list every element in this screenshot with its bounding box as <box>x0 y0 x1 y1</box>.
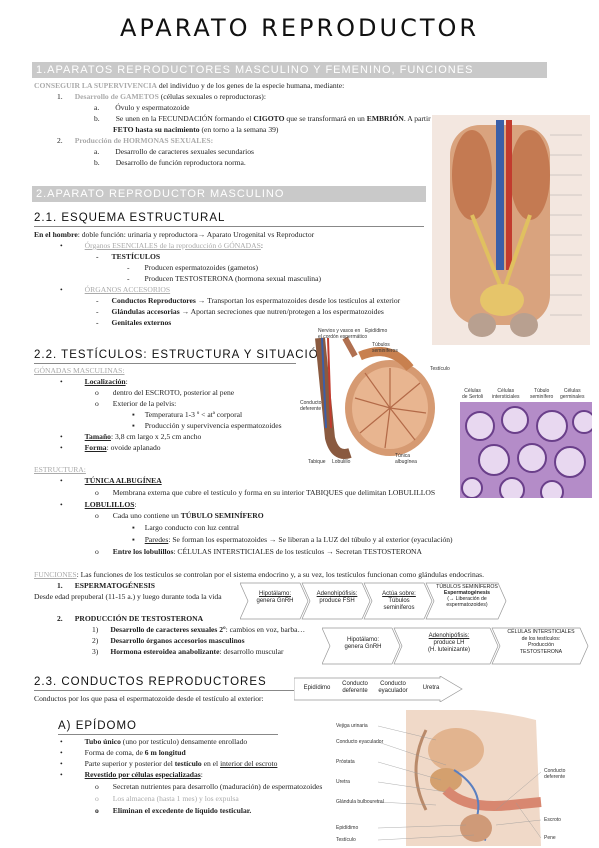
flow-espermatogenesis <box>240 582 507 620</box>
s22-prod-3: 3)Hormona esteroidea anabolizante: desar… <box>92 647 284 656</box>
label-escroto: Escroto <box>544 817 561 823</box>
s1-item-2a: a.Desarrollo de caracteres sexuales secu… <box>94 147 255 156</box>
subsection-a-title: A) EPÍDOMO <box>58 720 138 732</box>
s21-acc-1: -Conductos Reproductores → Transportan l… <box>96 296 401 305</box>
divider <box>58 734 278 735</box>
s22-estructura: ESTRUCTURA: <box>34 465 86 474</box>
s22-loc-3: ▪Temperatura 1-3 º < atª corporal <box>132 410 243 419</box>
divider <box>34 690 296 691</box>
s22-gonadas: GÓNADAS MASCULINAS: <box>34 366 125 375</box>
label-testiculo-2: Testículo <box>336 837 356 843</box>
flow2-adenohipofisis: Adenohipófisis:produce LH(H. luteinizant… <box>427 633 471 653</box>
label-pene: Pene <box>544 835 556 841</box>
s22-funciones: FUNCIONES: Las funciones de los testícul… <box>34 570 484 579</box>
s1-line-1: CONSEGUIR LA SUPERVIVENCIA del individuo… <box>34 81 345 90</box>
flow1-hipotalamo: Hipotálamo:genera GnRH <box>256 591 294 604</box>
flow-uretra: Uretra <box>422 685 440 691</box>
flow-conductos <box>294 676 463 702</box>
s21-acc-2: -Glándulas accesorias → Aportan secrecio… <box>96 307 384 316</box>
s1-item-2b: b.Desarrollo de función reproductora nor… <box>94 158 246 167</box>
s22-produccion: 2.PRODUCCIÓN DE TESTOSTERONA <box>57 614 204 623</box>
flow-testosterona <box>322 627 589 665</box>
label-tabique: Tabique <box>308 459 326 465</box>
flow1-adenohipofisis: Adenohipófisis:produce FSH <box>316 591 358 604</box>
label-epididimo: Epidídimo <box>365 328 388 334</box>
s22-esperm-desc: Desde edad prepuberal (11-15 a.) y luego… <box>34 592 222 601</box>
s23-desc: Conductos por los que pasa el espermatoz… <box>34 694 264 703</box>
s22-lobulillos: •LOBULILLOS: <box>60 500 137 509</box>
flow-epididimo: Epidídimo <box>303 685 331 691</box>
s22-loc-4: ▪Producción y supervivencia espermatozoi… <box>132 421 282 430</box>
s1-item-2: 2.Producción de HORMONAS SEXUALES: <box>57 136 214 145</box>
subsection-2-1-title: 2.1. ESQUEMA ESTRUCTURAL <box>34 212 226 224</box>
s22-localizacion: •Localización: <box>60 377 128 386</box>
label-vejiga: Vejiga urinaria <box>336 723 368 729</box>
subsection-2-3-title: 2.3. CONDUCTOS REPRODUCTORES <box>34 676 267 688</box>
label-prostata: Próstata <box>336 759 355 765</box>
s21-testiculos: -TESTÍCULOS <box>96 252 161 261</box>
s22-tunica: •TÚNICA ALBUGÍNEA <box>60 476 162 485</box>
s23-a2: •Forma de coma, de 6 m longitud <box>60 748 186 757</box>
s23-a3: •Parte superior y posterior del testícul… <box>60 759 278 768</box>
urogenital-anatomy-illustration <box>432 115 590 345</box>
s22-prod-2: 2)Desarrollo órganos accesorios masculin… <box>92 636 245 645</box>
s22-prod-1: 1)Desarrollo de caracteres sexuales 2º: … <box>92 625 306 634</box>
s21-test-1: -Producen espermatozoides (gametos) <box>127 263 258 272</box>
s22-lob-2: ▪Largo conducto con luz central <box>132 523 240 532</box>
s21-acc-3: -Genitales externos <box>96 318 172 327</box>
s21-bullet-2: •ÓRGANOS ACCESORIOS <box>60 285 171 294</box>
section-band-2: 2.APARATO REPRODUCTOR MASCULINO <box>32 186 426 202</box>
label-lobulillo: Lobulillo <box>332 459 351 465</box>
s1-item-1: 1.Desarrollo de GAMETOS (células sexuale… <box>57 92 266 101</box>
label-bulbouretral: Glándula bulbouretral <box>336 799 384 805</box>
label-epididimo-2: Epidídimo <box>336 825 359 831</box>
s23-a1: •Tubo único (uno por testículo) densamen… <box>60 737 248 746</box>
subsection-2-2-title: 2.2. TESTÍCULOS: ESTRUCTURA Y SITUACIÓN <box>34 349 328 361</box>
label-uretra: Uretra <box>336 779 350 785</box>
section-band-1: 1.APARATOS REPRODUCTORES MASCULINO Y FEM… <box>32 62 547 92</box>
male-reproductive-anatomy-illustration: Vejiga urinaria Conducto eyaculador Prós… <box>336 710 594 846</box>
label-testiculo: Testículo <box>430 366 450 372</box>
s21-bullet-1: •Órganos ESENCIALES de la reproducción ó… <box>60 241 263 250</box>
s23-a4: •Revestido por células especializadas: <box>60 770 203 779</box>
s22-forma: •Forma: ovoide aplanado <box>60 443 161 452</box>
flow1-actua: Actúa sobre:Túbulos seminíferos <box>382 591 416 611</box>
page-title: APARATO REPRODUCTOR <box>119 14 480 42</box>
flow2-hipotalamo: Hipotálamo:genera GnRH <box>344 637 382 650</box>
s1-item-1a: a.Óvulo y espermatozoide <box>94 103 190 112</box>
s1-item-1b-cont: FETO hasta su nacimiento (en torno a la … <box>113 125 279 134</box>
s22-esperm: 1.ESPERMATOGÉNESIS <box>57 581 156 590</box>
divider <box>34 363 296 364</box>
s22-tamano: •Tamaño: 3,8 cm largo x 2,5 cm ancho <box>60 432 202 441</box>
s21-test-2: -Producen TESTOSTERONA (hormona sexual m… <box>127 274 321 283</box>
label-cond-eyac: Conducto eyaculador <box>336 739 384 745</box>
divider <box>34 226 424 227</box>
s21-line-1: En el hombre: doble función: urinaria y … <box>34 230 315 239</box>
s22-lob-3: ▪Paredes: Se forman los espermatozoides … <box>132 535 453 544</box>
